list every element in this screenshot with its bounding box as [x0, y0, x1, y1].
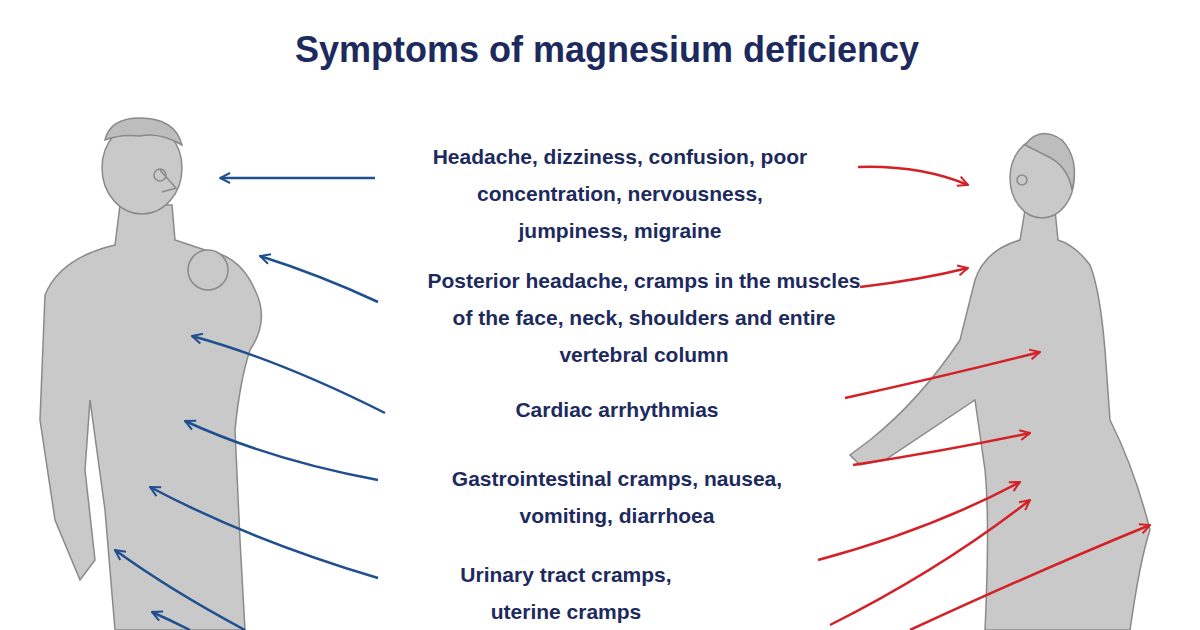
- female-figure: [850, 134, 1150, 630]
- male-figure: [40, 118, 261, 630]
- symptom-label: Posterior headache, cramps in the muscle…: [424, 262, 864, 373]
- symptom-label: Headache, dizziness, confusion, poor con…: [420, 138, 820, 249]
- symptom-label: Gastrointestinal cramps, nausea, vomitin…: [417, 460, 817, 534]
- title: Symptoms of magnesium deficiency: [107, 28, 1107, 72]
- red-arrows: [818, 167, 1150, 630]
- symptom-label: Cardiac arrhythmias: [417, 391, 817, 428]
- blue-arrows: [115, 178, 385, 630]
- symptom-label: Urinary tract cramps, uterine cramps: [436, 556, 696, 630]
